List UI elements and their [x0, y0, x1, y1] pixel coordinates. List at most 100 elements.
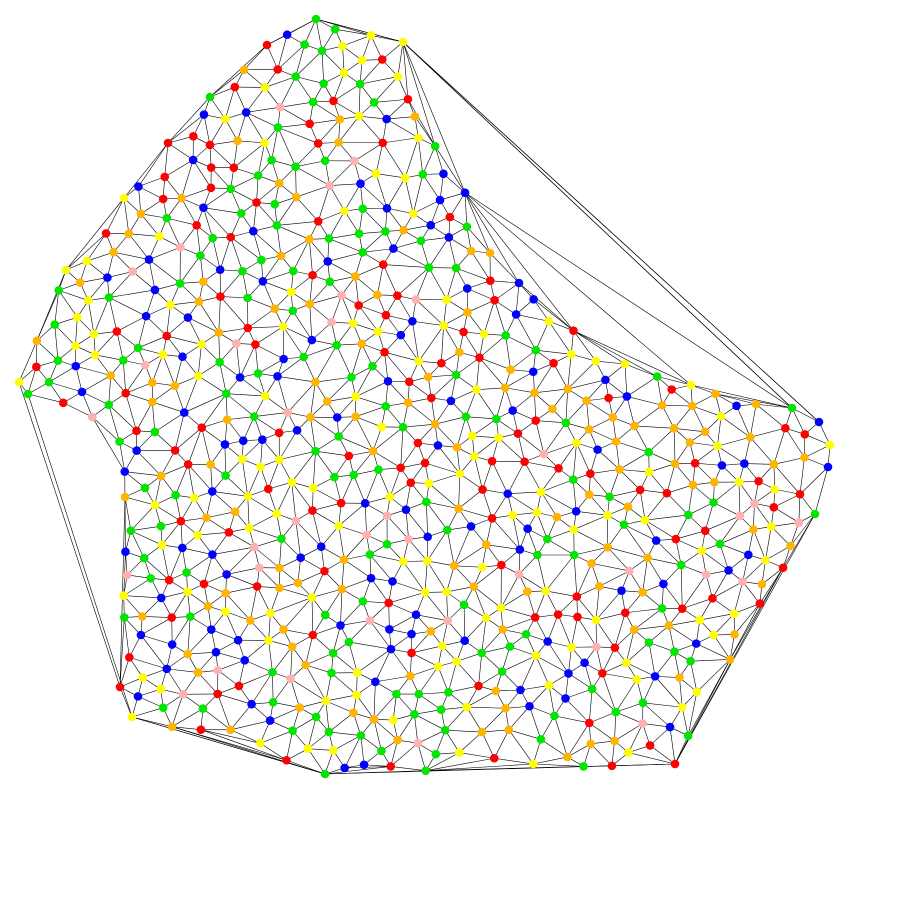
- graph-node: [249, 412, 259, 421]
- graph-node: [459, 600, 469, 610]
- graph-node: [695, 615, 705, 625]
- graph-node: [482, 540, 491, 550]
- graph-node: [247, 699, 256, 709]
- graph-node: [177, 193, 186, 203]
- graph-edge: [295, 166, 330, 186]
- graph-edge: [407, 99, 436, 147]
- graph-edge: [132, 271, 156, 291]
- graph-node: [354, 111, 364, 121]
- graph-node: [810, 509, 820, 519]
- graph-edge: [535, 420, 566, 424]
- graph-edge: [547, 538, 575, 556]
- graph-edge: [187, 317, 202, 345]
- graph-edge: [291, 482, 313, 511]
- graph-edge: [140, 634, 173, 645]
- graph-edge: [535, 349, 572, 355]
- graph-edge: [245, 112, 265, 144]
- graph-edge: [590, 743, 613, 766]
- graph-edge: [315, 436, 339, 452]
- graph-edge: [576, 442, 591, 474]
- graph-node: [250, 542, 259, 552]
- graph-node: [470, 452, 479, 461]
- graph-node: [158, 703, 168, 712]
- graph-node: [293, 578, 303, 588]
- graph-node: [528, 759, 538, 769]
- graph-edge: [674, 651, 680, 678]
- graph-node: [644, 638, 654, 647]
- graph-node: [729, 609, 739, 618]
- graph-node: [544, 316, 554, 326]
- graph-edge: [329, 160, 355, 186]
- graph-edge: [674, 513, 816, 765]
- graph-edge: [573, 529, 608, 548]
- graph-edge: [295, 76, 324, 84]
- graph-node: [530, 613, 540, 622]
- graph-node: [163, 138, 173, 148]
- graph-node: [380, 347, 389, 357]
- graph-edge: [230, 704, 252, 730]
- graph-edge: [262, 439, 280, 460]
- graph-node: [406, 478, 416, 488]
- graph-node: [295, 703, 304, 712]
- graph-node: [572, 592, 582, 601]
- graph-node: [795, 489, 805, 499]
- graph-node: [650, 672, 660, 681]
- graph-edges: [18, 18, 831, 775]
- graph-node: [503, 489, 513, 499]
- graph-node: [275, 563, 284, 573]
- graph-edge: [344, 554, 370, 560]
- graph-edge: [332, 625, 341, 654]
- graph-edge: [426, 501, 448, 531]
- graph-edge: [257, 358, 284, 374]
- graph-edge: [773, 464, 801, 495]
- graph-node: [751, 399, 761, 409]
- graph-edge: [589, 494, 608, 516]
- graph-edge: [296, 185, 330, 198]
- graph-edge: [311, 322, 332, 341]
- graph-node: [377, 746, 386, 756]
- graph-node: [386, 762, 395, 771]
- graph-node: [584, 718, 594, 728]
- graph-node: [300, 40, 309, 49]
- graph-edge: [393, 248, 430, 268]
- graph-node: [197, 423, 207, 432]
- graph-edge: [311, 570, 325, 598]
- graph-edge: [309, 304, 313, 341]
- graph-node: [215, 357, 224, 367]
- graph-node: [440, 725, 450, 735]
- graph-edge: [201, 419, 228, 428]
- graph-edge: [241, 459, 249, 497]
- graph-edge: [63, 402, 93, 418]
- graph-node: [786, 541, 795, 551]
- graph-edge: [402, 423, 436, 428]
- graph-node: [366, 573, 376, 583]
- graph-node: [178, 690, 188, 699]
- graph-node: [146, 573, 156, 583]
- graph-edge: [224, 86, 236, 120]
- graph-edge: [295, 76, 314, 103]
- graph-node: [717, 461, 727, 470]
- graph-edge: [148, 259, 156, 291]
- graph-edge: [459, 731, 483, 753]
- graph-edge: [773, 493, 801, 508]
- graph-edge: [669, 727, 676, 765]
- graph-edge: [198, 301, 219, 333]
- graph-edge: [614, 712, 617, 741]
- graph-node: [496, 603, 506, 613]
- graph-node: [274, 428, 284, 438]
- graph-edge: [541, 491, 577, 512]
- graph-node: [211, 647, 221, 657]
- graph-edge: [654, 651, 675, 677]
- graph-edge: [197, 344, 202, 377]
- graph-edge: [785, 427, 805, 458]
- graph-node: [136, 209, 146, 219]
- graph-edge: [418, 693, 442, 710]
- graph-edge: [681, 574, 707, 609]
- graph-edge: [217, 659, 245, 671]
- graph-edge: [277, 127, 296, 167]
- graph-edge: [589, 417, 614, 430]
- graph-node: [349, 470, 358, 480]
- graph-edge: [341, 559, 345, 590]
- graph-edge: [333, 83, 361, 102]
- graph-node: [133, 343, 143, 353]
